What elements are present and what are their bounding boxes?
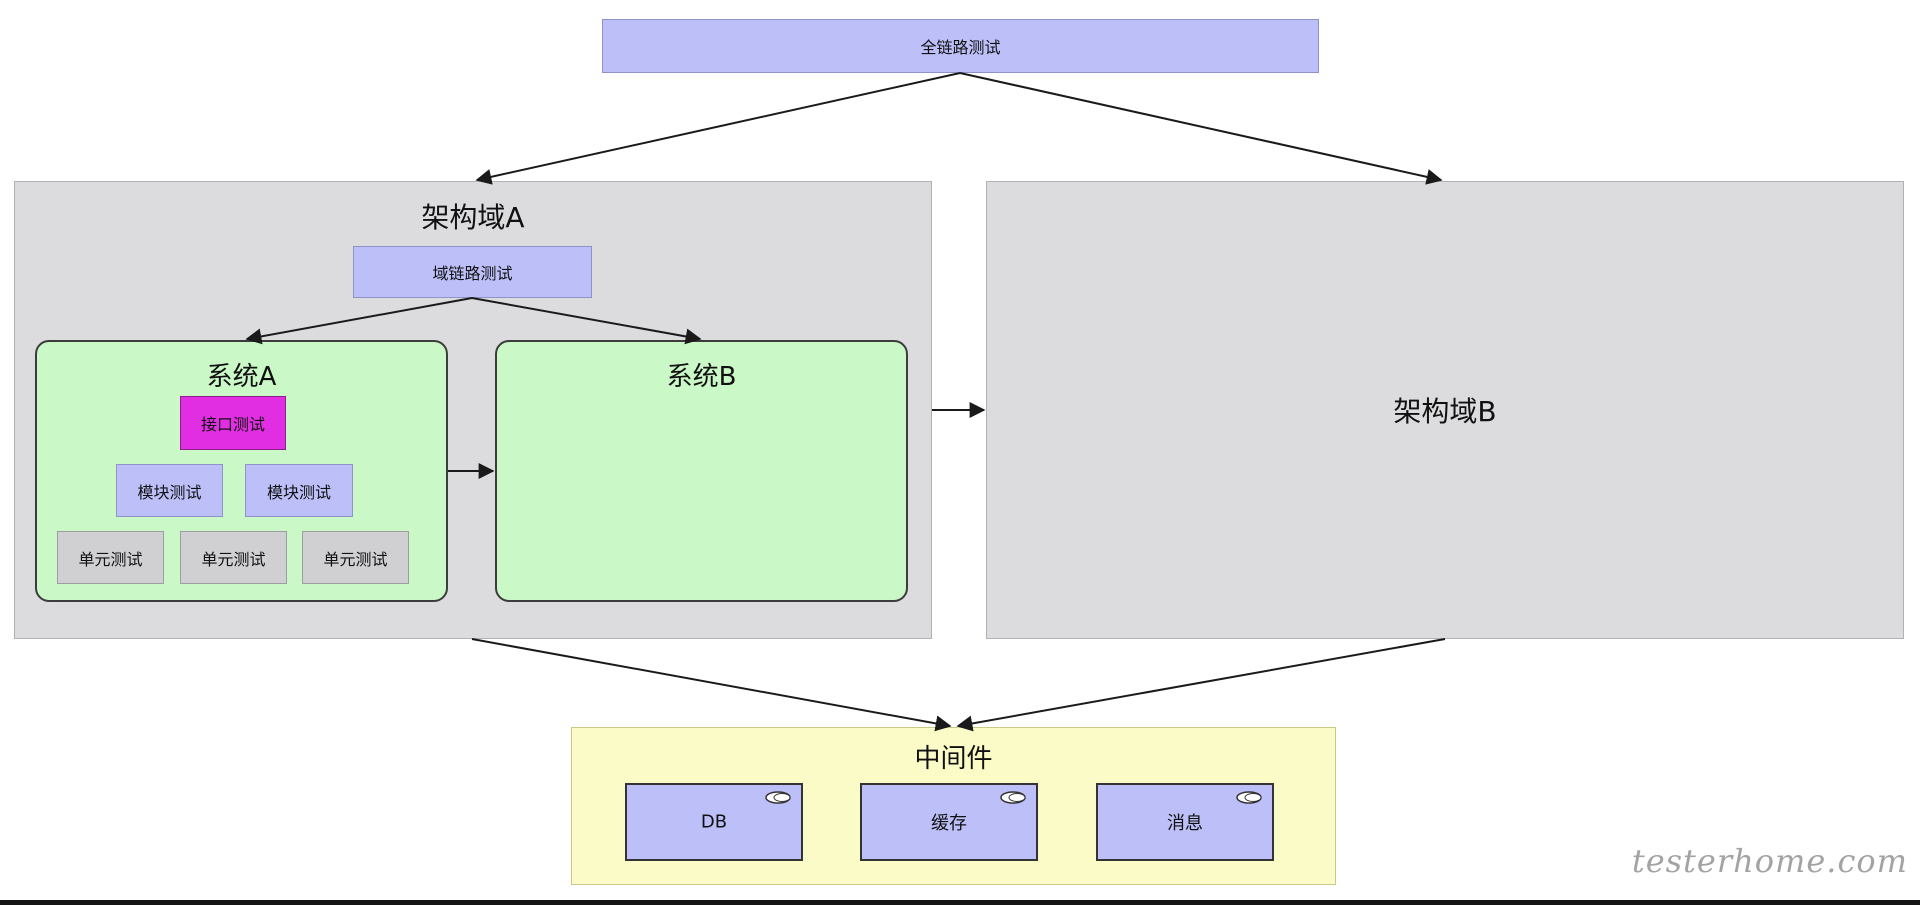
module-test-box: 模块测试 [245,464,353,517]
middleware-title: 中间件 [914,744,993,774]
middleware-item-db: DB [625,783,803,861]
arrow-icon [245,297,473,345]
module-test-box: 模块测试 [116,464,223,517]
bottom-divider [0,900,1920,905]
interface-test-box: 接口测试 [180,396,286,450]
middleware-item-label: 消息 [1167,813,1203,834]
middleware-item-label: DB [700,811,728,833]
arrow-icon [475,72,961,185]
cylinder-icon [1236,791,1262,804]
module-test-label: 模块测试 [137,482,202,502]
unit-test-box: 单元测试 [180,531,287,584]
domain-b: 架构域B [986,181,1904,639]
full-chain-test-label: 全链路测试 [920,38,1001,57]
arrow-icon [959,72,1443,185]
unit-test-label: 单元测试 [78,549,143,569]
interface-test-label: 接口测试 [200,415,265,434]
cylinder-icon [1000,791,1026,804]
arrow-icon [956,638,1446,732]
watermark: testerhome.com [1631,842,1908,880]
domain-a-title: 架构域A [421,201,525,234]
domain-b-title: 架构域B [1393,395,1497,428]
middleware-item-label: 缓存 [931,813,967,834]
unit-test-box: 单元测试 [302,531,409,584]
domain-chain-test-box: 域链路测试 [353,246,592,298]
middleware-item-cache: 缓存 [860,783,1038,861]
system-a-title: 系统A [206,362,277,392]
cylinder-icon [765,791,791,804]
system-b: 系统B [495,340,908,602]
domain-chain-test-label: 域链路测试 [432,264,513,283]
arrow-icon [471,638,952,732]
unit-test-label: 单元测试 [201,549,266,569]
unit-test-label: 单元测试 [323,549,388,569]
module-test-label: 模块测试 [266,482,331,502]
full-chain-test-box: 全链路测试 [602,19,1319,73]
middleware-item-message: 消息 [1096,783,1274,861]
arrow-icon [471,297,702,345]
unit-test-box: 单元测试 [57,531,164,584]
system-b-title: 系统B [666,362,737,392]
